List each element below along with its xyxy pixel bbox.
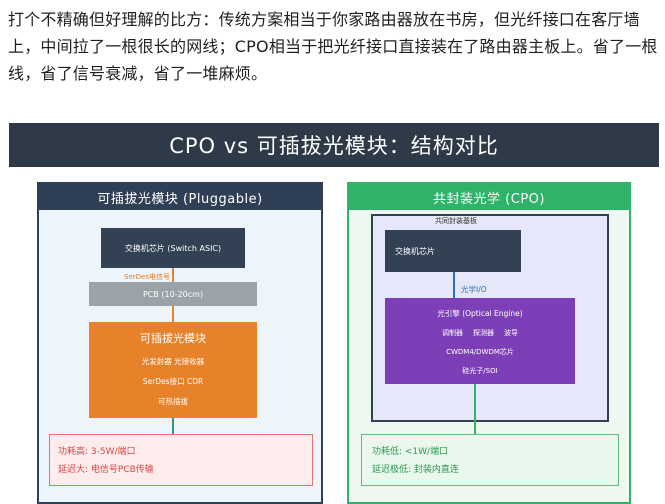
pluggable-module-line: SerDes接口 CDR bbox=[142, 377, 204, 386]
pluggable-panel: 可插拔光模块 (Pluggable) 交换机芯片 (Switch ASIC) S… bbox=[37, 182, 323, 504]
pcb-to-module-connector bbox=[172, 306, 174, 322]
pluggable-module-line: 可热插拔 bbox=[158, 397, 188, 406]
comparison-banner-title: CPO vs 可插拔光模块：结构对比 bbox=[9, 123, 659, 167]
switch-chip-box: 交换机芯片 bbox=[385, 230, 521, 272]
pluggable-panel-title: 可插拔光模块 (Pluggable) bbox=[39, 184, 321, 210]
latency-note: 延迟大: 电信号PCB传输 bbox=[58, 465, 154, 475]
pcb-trace-box: PCB (10-20cm) bbox=[89, 282, 257, 306]
latency-note: 延迟极低: 封装内直连 bbox=[372, 465, 459, 475]
detector-label: 探测器 bbox=[473, 329, 494, 337]
pluggable-module-line: 光发射器 光接收器 bbox=[141, 357, 205, 366]
pluggable-module-title: 可插拔光模块 bbox=[140, 332, 206, 345]
modulator-label: 调制器 bbox=[442, 329, 463, 337]
optical-engine-line: CWDM4/DWDM芯片 bbox=[446, 348, 514, 356]
pluggable-module-box: 可插拔光模块 光发射器 光接收器 SerDes接口 CDR 可热插拔 bbox=[89, 322, 257, 418]
switch-asic-box: 交换机芯片 (Switch ASIC) bbox=[101, 228, 245, 268]
cpo-panel: 共封装光学 (CPO) 共同封装基板 交换机芯片 光学I/O 光引擎 (Opti… bbox=[347, 182, 631, 504]
power-note: 功耗低: <1W/端口 bbox=[372, 447, 449, 457]
power-note: 功耗高: 3-5W/端口 bbox=[58, 447, 136, 457]
cpo-panel-title: 共封装光学 (CPO) bbox=[349, 184, 629, 210]
optical-io-label: 光学I/O bbox=[461, 285, 487, 294]
pluggable-drawbacks-note: 功耗高: 3-5W/端口 延迟大: 电信号PCB传输 bbox=[49, 434, 313, 486]
optical-engine-line: 硅光子/SOI bbox=[462, 367, 498, 375]
serdes-signal-label: SerDes电信号 bbox=[124, 273, 170, 281]
optical-engine-title: 光引擎 (Optical Engine) bbox=[437, 309, 523, 318]
cpo-benefits-note: 功耗低: <1W/端口 延迟极低: 封装内直连 bbox=[361, 434, 619, 486]
module-to-note-connector bbox=[172, 418, 174, 434]
intro-paragraph: 打个不精确但好理解的比方：传统方案相当于你家路由器放在书房，但光纤接口在客厅墙上… bbox=[8, 10, 658, 83]
substrate-label: 共同封装基板 bbox=[435, 217, 477, 225]
serdes-connector bbox=[172, 268, 174, 282]
comparison-diagram: 可插拔光模块 (Pluggable) 交换机芯片 (Switch ASIC) S… bbox=[9, 167, 659, 504]
waveguide-label: 波导 bbox=[504, 329, 518, 337]
optical-io-connector bbox=[453, 272, 455, 298]
optical-engine-components: 调制器 探测器 波导 bbox=[442, 328, 518, 338]
optical-engine-box: 光引擎 (Optical Engine) 调制器 探测器 波导 CWDM4/DW… bbox=[385, 298, 575, 384]
engine-to-note-connector bbox=[474, 384, 476, 434]
